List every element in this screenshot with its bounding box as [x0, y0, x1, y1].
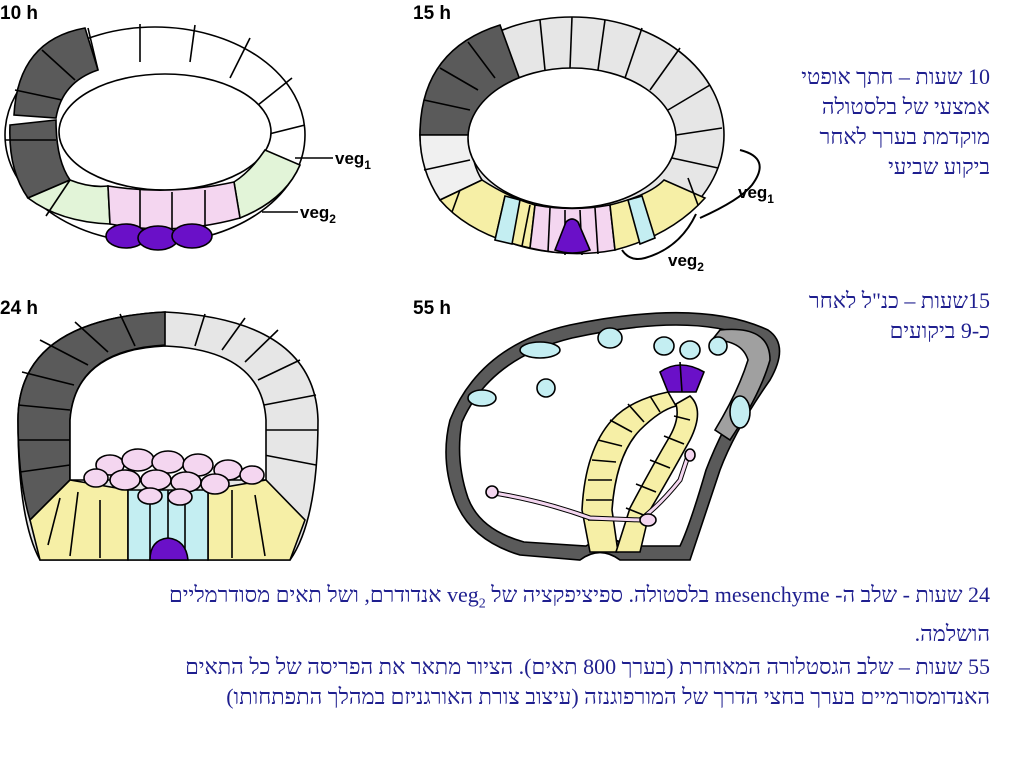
stage-label-24h: 24 h — [0, 298, 39, 319]
caption-24h: 24 שעות - שלב ה- mesenchyme בלסטולה. ספי… — [90, 580, 990, 649]
embryo-55h — [445, 311, 781, 561]
stage-label-10h: 10 h — [0, 3, 39, 24]
stage-label-55h: 55 h — [413, 298, 452, 319]
label-veg1-10h: veg1 — [335, 149, 371, 172]
embryo-24h — [17, 311, 319, 561]
caption-10h: 10 שעות – חתך אופטי אמצעי של בלסטולה מוק… — [801, 64, 990, 179]
label-veg2-10h: veg2 — [300, 203, 336, 226]
label-veg1-15h: veg1 — [738, 183, 774, 206]
label-veg2-15h: veg2 — [668, 251, 704, 274]
caption-55h: 55 שעות – שלב הגסטלורה המאוחרת (בערך 800… — [185, 654, 990, 709]
embryo-15h — [419, 16, 761, 260]
embryo-10h — [4, 24, 333, 251]
caption-24h-sub: 2 — [478, 596, 486, 612]
caption-24h-part1: 24 שעות - שלב ה- mesenchyme בלסטולה. ספי… — [447, 582, 990, 607]
stage-label-15h: 15 h — [413, 3, 452, 24]
caption-15h: 15שעות – כנ"ל לאחר כ-9 ביקועים — [808, 288, 990, 343]
caption-24h-part2: אנדודרם, ושל תאים מסודרמליים הושלמה. — [169, 582, 990, 647]
